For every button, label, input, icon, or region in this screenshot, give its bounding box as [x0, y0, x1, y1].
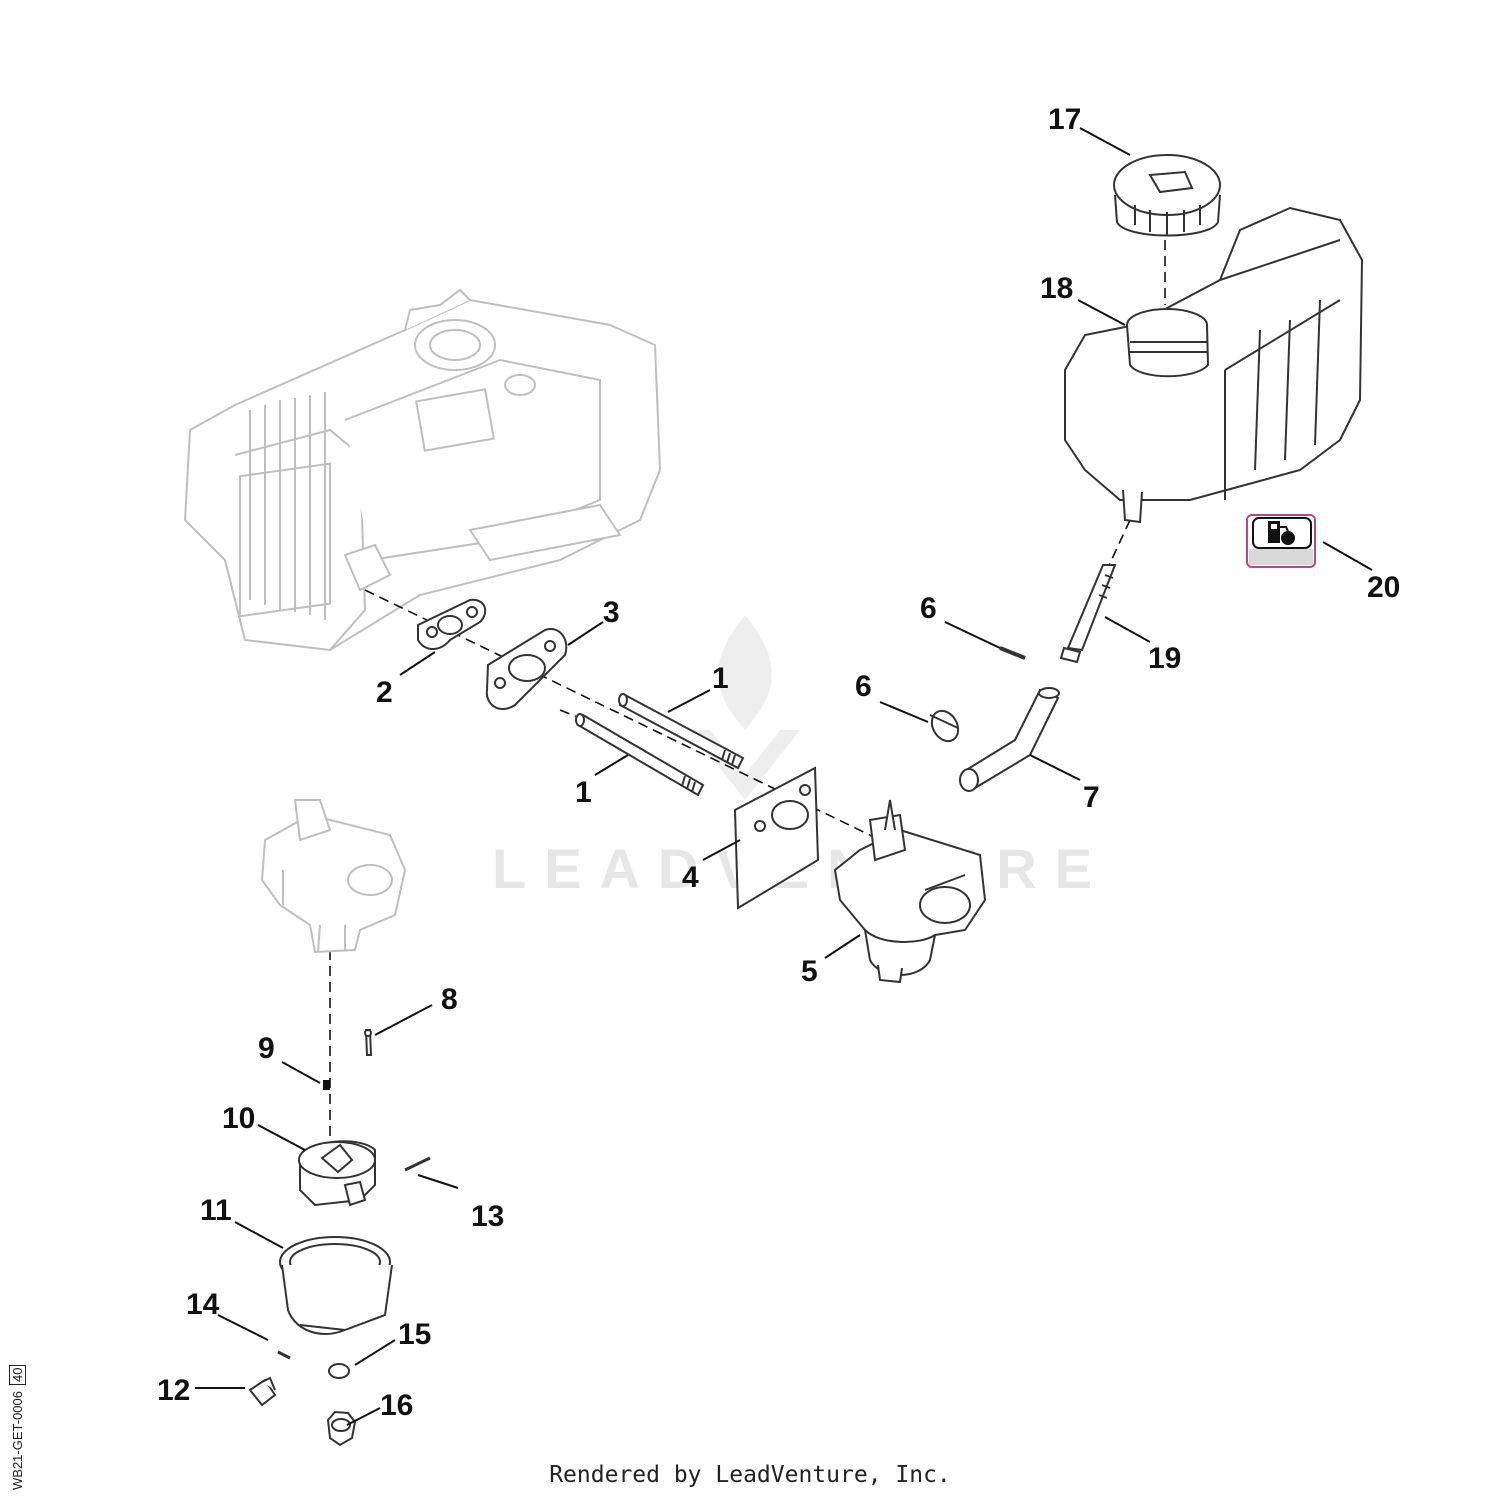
hose-clamp: [929, 709, 960, 743]
callout-20: 20: [1367, 571, 1400, 604]
carburetor-gasket: [733, 766, 820, 910]
callout-19: 19: [1148, 642, 1181, 675]
watermark-flame-icon: [718, 615, 772, 730]
stud-lower: [575, 713, 705, 797]
float-bowl: [279, 1236, 393, 1335]
carburetor-assembly-ghost: [260, 799, 407, 954]
callout-7: 7: [1083, 781, 1100, 814]
callout-13: 13: [471, 1200, 504, 1233]
callout-6-upper: 6: [920, 592, 937, 625]
callout-12: 12: [157, 1374, 190, 1407]
callout-11: 11: [200, 1194, 232, 1227]
needle-valve: [323, 1080, 330, 1090]
footer-credit: Rendered by LeadVenture, Inc.: [549, 1462, 951, 1488]
bowl-nut: [326, 1410, 357, 1447]
float-pin: [364, 1029, 373, 1056]
callout-3: 3: [603, 596, 620, 629]
callout-1-lower: 1: [575, 776, 592, 809]
callout-4: 4: [682, 861, 699, 894]
callout-14: 14: [186, 1288, 220, 1321]
carburetor: [833, 799, 987, 984]
callout-17: 17: [1048, 103, 1081, 136]
fuel-cap: [1113, 154, 1221, 237]
drain-washer: [277, 1350, 291, 1360]
callout-16: 16: [380, 1389, 413, 1422]
hose-clamp-small: [999, 646, 1026, 660]
callout-5: 5: [801, 955, 818, 988]
leader-lines: [195, 127, 1373, 1426]
fuel-pump-icon: [1268, 521, 1295, 545]
callout-15: 15: [398, 1318, 431, 1351]
callout-2: 2: [376, 676, 393, 709]
fuel-badge: [1246, 514, 1316, 568]
callout-18: 18: [1040, 272, 1073, 305]
callout-6-lower: 6: [855, 670, 872, 703]
fuel-line: [959, 687, 1060, 792]
callout-8: 8: [441, 983, 458, 1016]
drain-screw: [248, 1376, 277, 1407]
stud-upper: [618, 693, 745, 770]
callout-1-upper: 1: [712, 662, 729, 695]
drawing-code-box: 40: [9, 1364, 26, 1385]
fuel-tank: [1064, 206, 1364, 524]
insulator: [485, 628, 568, 710]
engine-block: [183, 288, 662, 652]
float: [298, 1140, 376, 1207]
gasket: [417, 598, 487, 650]
callout-9: 9: [258, 1032, 275, 1065]
bowl-o-ring: [328, 1363, 350, 1379]
callouts: 17 18 20 6 19 3 1 6 2 1 7 4 5 8 9 10 13 …: [157, 103, 1400, 1422]
float-hinge-pin: [404, 1156, 431, 1172]
callout-10: 10: [222, 1102, 255, 1135]
fuel-filter: [1059, 564, 1117, 664]
